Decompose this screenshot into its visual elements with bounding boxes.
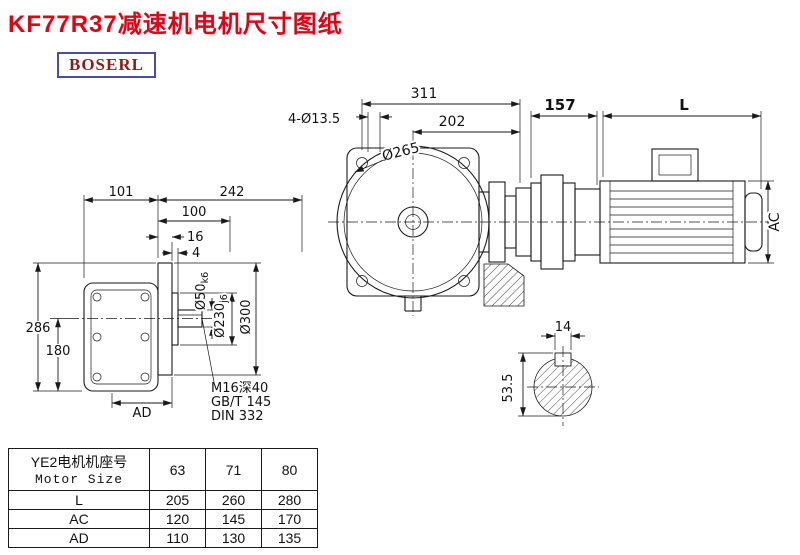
bolt-circle bbox=[343, 152, 483, 292]
row-AC-label: AC bbox=[8, 509, 150, 529]
dim-100-label: 100 bbox=[182, 205, 207, 220]
housing-bolt bbox=[92, 292, 102, 302]
housing-bolt bbox=[140, 332, 150, 342]
housing-bolt bbox=[140, 292, 150, 302]
row-L-label: L bbox=[8, 490, 150, 510]
housing-bolt bbox=[140, 372, 150, 382]
spigot-diameter-label: Ø230j6 bbox=[213, 294, 230, 338]
note-tapped-hole: M16深40 bbox=[211, 381, 268, 396]
front-view bbox=[328, 130, 782, 316]
header-motor-size-cell: YE2电机机座号 Motor Size bbox=[8, 448, 150, 491]
shaft-diameter-label: Ø50k6 bbox=[194, 272, 211, 310]
output-flange bbox=[157, 262, 173, 376]
table-row-AD: AD 110 130 135 bbox=[8, 528, 318, 548]
row-L-value-71: 260 bbox=[205, 490, 262, 510]
dim-157-label: 157 bbox=[544, 96, 575, 114]
table-row-AC: AC 120 145 170 bbox=[8, 509, 318, 529]
bolt-holes-note: 4-Ø13.5 bbox=[288, 112, 340, 127]
brand-logo: BOSERL bbox=[57, 52, 156, 78]
row-AD-value-63: 110 bbox=[149, 528, 206, 548]
page-title: KF77R37减速机电机尺寸图纸 bbox=[8, 11, 343, 38]
dim-14-label: 14 bbox=[555, 320, 572, 335]
shaft-bore bbox=[397, 206, 429, 238]
header-motor-size-en: Motor Size bbox=[34, 472, 123, 487]
dim-53-5-label: 53.5 bbox=[501, 374, 516, 403]
terminal-box bbox=[651, 148, 699, 182]
dim-242-label: 242 bbox=[220, 185, 245, 200]
bolt-circle-label: Ø265 bbox=[381, 140, 421, 165]
motor-size-table: YE2电机机座号 Motor Size 63 71 80 L 205 260 2… bbox=[8, 448, 318, 548]
side-view bbox=[68, 262, 218, 392]
row-AD-label: AD bbox=[8, 528, 150, 548]
note-din-standard: DIN 332 bbox=[211, 409, 264, 424]
bolt-hole bbox=[356, 275, 368, 287]
side-view-dimensions: 101 242 100 16 4 286 180 bbox=[23, 185, 303, 424]
row-AC-value-63: 120 bbox=[149, 509, 206, 529]
motor-view-dimensions: 157 L AC bbox=[530, 94, 785, 264]
bolt-hole bbox=[458, 275, 470, 287]
dim-AC-label: AC bbox=[767, 212, 783, 231]
shaft-tolerance: k6 bbox=[200, 272, 211, 284]
table-header-row: YE2电机机座号 Motor Size 63 71 80 bbox=[8, 448, 318, 491]
dim-16-label: 16 bbox=[187, 230, 204, 245]
dim-180-label: 180 bbox=[46, 344, 71, 359]
support-bracket bbox=[483, 263, 525, 307]
row-L-value-63: 205 bbox=[149, 490, 206, 510]
dim-286-label: 286 bbox=[26, 321, 51, 336]
header-motor-size-cn: YE2电机机座号 bbox=[30, 454, 128, 470]
dim-202-label: 202 bbox=[439, 114, 466, 130]
row-AD-value-71: 130 bbox=[205, 528, 262, 548]
row-L-value-80: 280 bbox=[261, 490, 318, 510]
spigot-tolerance: j6 bbox=[219, 294, 230, 304]
flange-spigot bbox=[171, 292, 179, 346]
housing-bolt bbox=[92, 332, 102, 342]
key-section-view: 14 53.5 bbox=[499, 318, 599, 426]
row-AC-value-71: 145 bbox=[205, 509, 262, 529]
motor-view bbox=[530, 148, 763, 270]
dim-AD-label: AD bbox=[133, 406, 152, 421]
fan-cover bbox=[744, 192, 763, 252]
center-bore bbox=[405, 214, 421, 230]
shaft-diameter-value: Ø50 bbox=[194, 283, 209, 310]
gearbox-housing bbox=[83, 282, 159, 392]
dim-4-label: 4 bbox=[192, 246, 200, 261]
housing-bolt bbox=[92, 372, 102, 382]
flange-diameter-label: Ø300 bbox=[239, 299, 254, 334]
header-frame-63: 63 bbox=[149, 448, 206, 491]
table-row-L: L 205 260 280 bbox=[8, 490, 318, 510]
dim-311-label: 311 bbox=[411, 86, 438, 102]
spigot-diameter-value: Ø230 bbox=[213, 303, 228, 338]
bolt-hole bbox=[458, 157, 470, 169]
note-gb-standard: GB/T 145 bbox=[211, 395, 271, 410]
dim-L-label: L bbox=[679, 96, 689, 114]
header-frame-80: 80 bbox=[261, 448, 318, 491]
front-view-dimensions: 311 202 4-Ø13.5 Ø265 bbox=[288, 84, 521, 183]
header-frame-71: 71 bbox=[205, 448, 262, 491]
dim-101-label: 101 bbox=[109, 185, 134, 200]
row-AD-value-80: 135 bbox=[261, 528, 318, 548]
row-AC-value-80: 170 bbox=[261, 509, 318, 529]
